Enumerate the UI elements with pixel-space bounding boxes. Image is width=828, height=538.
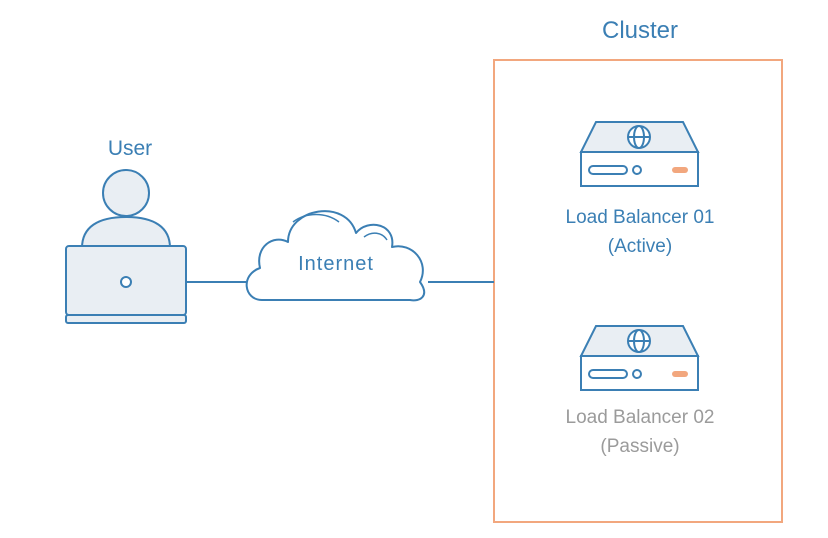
cluster-title: Cluster [601, 17, 679, 44]
cluster-boundary [493, 59, 783, 523]
load-balancer-02-icon [579, 325, 700, 391]
user-person-icon [80, 169, 172, 249]
load-balancer-02-name: Load Balancer 02 [565, 407, 715, 428]
load-balancer-01-state: (Active) [607, 236, 673, 257]
internet-cloud-icon [245, 210, 426, 302]
laptop-icon [65, 245, 187, 324]
user-label: User [107, 137, 153, 160]
load-balancer-01-label: Load Balancer 01 (Active) [520, 203, 760, 261]
load-balancer-02-state: (Passive) [600, 436, 680, 457]
load-balancer-01-icon [579, 121, 700, 187]
internet-label: Internet [298, 253, 374, 275]
load-balancer-01-name: Load Balancer 01 [565, 207, 715, 228]
load-balancer-02-label: Load Balancer 02 (Passive) [520, 403, 760, 461]
